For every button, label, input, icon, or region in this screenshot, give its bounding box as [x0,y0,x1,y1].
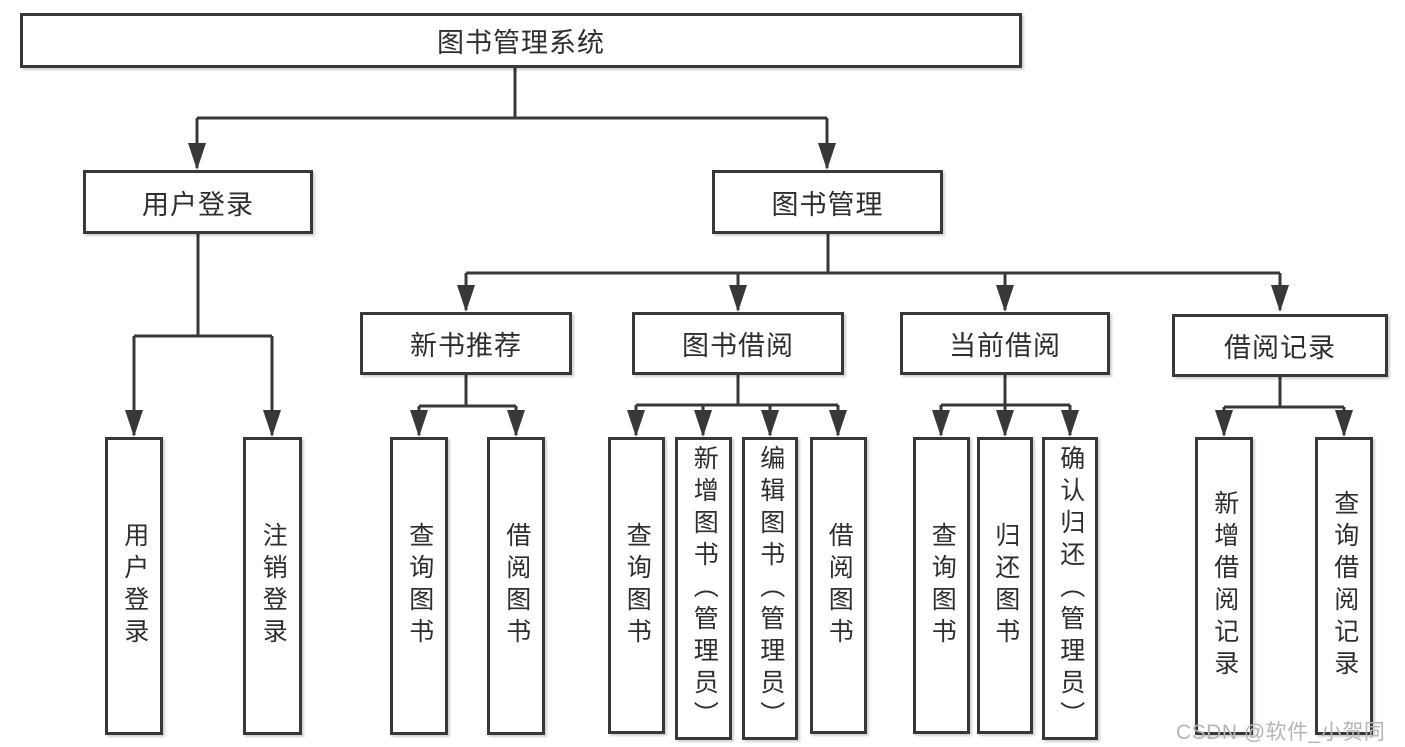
node-library-system: 图书管理系统 [20,13,1022,68]
connector-new-book-recommend-children [410,375,525,437]
leaf-label: 借阅图书 [825,521,854,650]
leaf-label: 查询借阅记录 [1330,490,1359,682]
node-leaf-add-book-admin: 新增图书（管理员） [675,437,732,740]
node-new-book-recommend: 新书推荐 [360,312,572,375]
node-leaf-borrow-query-book: 查询图书 [608,437,665,734]
node-borrow-records: 借阅记录 [1172,314,1388,377]
node-leaf-confirm-return-admin: 确认归还（管理员） [1042,437,1098,740]
connector-book-borrow-children [627,375,847,437]
leaf-label: 新增图书（管理员） [690,444,719,733]
node-book-borrow: 图书借阅 [632,312,844,375]
leaf-label: 归还图书 [991,521,1020,650]
leaf-label: 借阅图书 [502,522,531,650]
node-leaf-recommend-borrow-book: 借阅图书 [487,437,545,735]
node-leaf-current-query-book: 查询图书 [913,437,970,734]
node-leaf-add-borrow-record: 新增借阅记录 [1195,437,1253,735]
node-user-login: 用户登录 [83,170,313,234]
connector-book-management-children [457,234,1289,312]
node-leaf-logout: 注销登录 [243,437,302,735]
leaf-label: 查询图书 [928,521,957,650]
leaf-label: 查询图书 [405,522,434,650]
node-leaf-return-book: 归还图书 [977,437,1033,734]
connector-borrow-records-children [1215,377,1353,437]
node-leaf-borrow-borrow-book: 借阅图书 [810,437,867,734]
connector-user-login-children [125,234,281,437]
leaf-label: 用户登录 [120,522,149,650]
connector-current-borrow-children [932,375,1079,437]
node-leaf-user-login: 用户登录 [105,437,163,735]
csdn-watermark: CSDN @软件_小贺同学 [1176,721,1386,744]
leaf-label: 确认归还（管理员） [1056,444,1085,733]
node-book-management: 图书管理 [712,170,943,234]
leaf-label: 编辑图书（管理员） [756,444,785,733]
node-leaf-query-borrow-record: 查询借阅记录 [1315,437,1373,735]
leaf-label: 注销登录 [259,522,288,650]
node-leaf-edit-book-admin: 编辑图书（管理员） [742,437,798,740]
connector-root-to-level2 [188,68,836,170]
node-current-borrow: 当前借阅 [900,312,1110,375]
node-leaf-recommend-query-book: 查询图书 [390,437,448,735]
leaf-label: 查询图书 [623,521,652,650]
leaf-label: 新增借阅记录 [1210,490,1239,682]
